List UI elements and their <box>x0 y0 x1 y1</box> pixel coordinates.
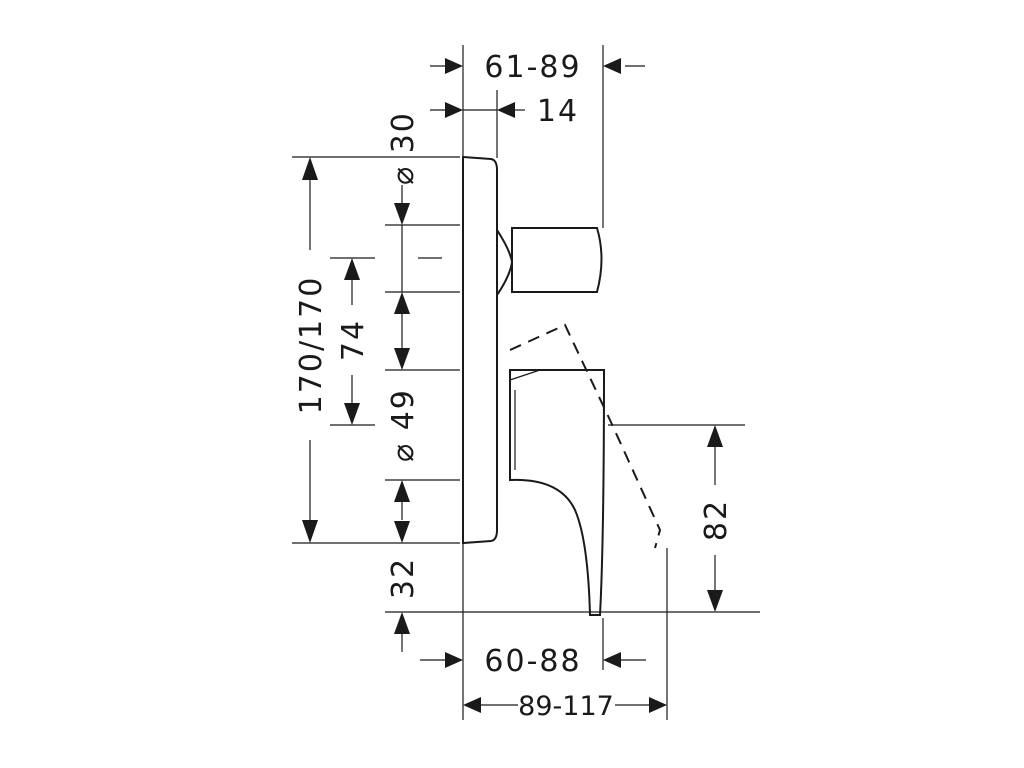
dim-bottom-32: 32 <box>386 557 421 599</box>
dim-plate-offset: 14 <box>537 94 579 129</box>
wall-plate <box>462 155 498 545</box>
dim-spacing-74: 74 <box>336 319 371 361</box>
lever-handle <box>509 369 606 616</box>
dim-top-overall: 61-89 <box>484 50 581 85</box>
mixer-outline <box>462 155 662 616</box>
lever-alt-position <box>509 323 662 549</box>
lever-collar <box>509 369 541 470</box>
dim-diameter-bottom: ⌀ 49 <box>386 388 421 462</box>
dim-diameter-top: ⌀ 30 <box>386 111 421 185</box>
dim-height-total: 170/170 <box>294 276 329 415</box>
dimension-lines <box>302 58 723 713</box>
extension-lines <box>292 45 760 720</box>
dim-bottom-depth: 60-88 <box>484 644 581 679</box>
dim-spout-drop: 82 <box>699 499 734 541</box>
diverter-knob <box>496 227 603 296</box>
dim-bottom-overall: 89-117 <box>518 691 614 722</box>
